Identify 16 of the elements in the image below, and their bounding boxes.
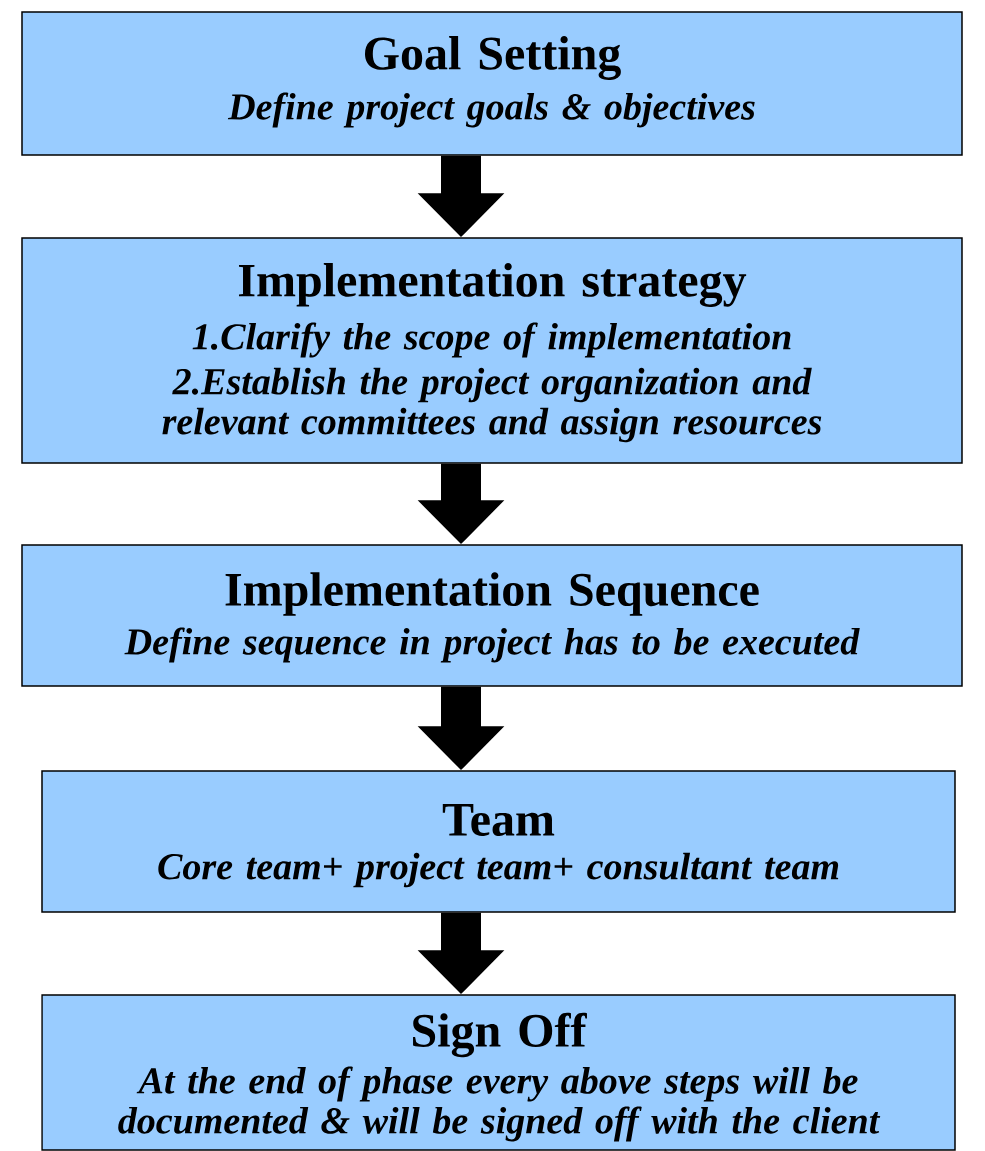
box-description: Define sequence in project has to be executed [124,627,860,663]
box-heading: Sign Off [413,1012,587,1058]
box-heading: Implementation Sequence [225,572,759,616]
process-box [21,237,963,464]
box-description: Define project goals & objectives [227,92,755,128]
box-heading: Team [442,804,555,836]
process-box [41,770,956,913]
box-description: 1.Clarify the scope of implementation [192,322,791,358]
box-description: 2.Establish the project organization and relevant committees and assign resources [162,367,822,443]
process-box [41,994,956,1151]
box-description: Core team+ project team+ consultant team [158,852,839,888]
process-box [21,544,963,687]
box-heading: Implementation strategy [239,263,747,307]
box-heading: Goal Setting [365,36,621,80]
process-box [21,11,963,156]
box-description: At the end of phase every above steps will be documented & will be signed off with the client [118,1066,881,1142]
